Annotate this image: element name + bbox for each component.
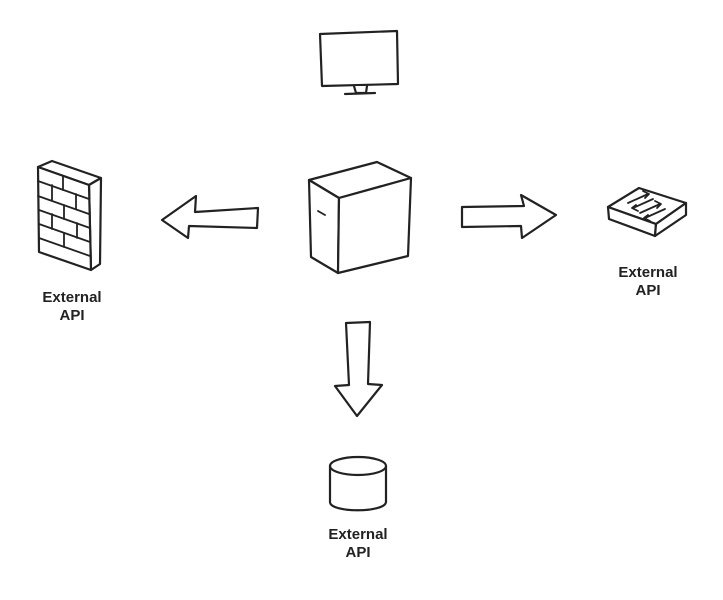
switch-label-line2: API xyxy=(635,282,660,299)
monitor-icon xyxy=(318,29,400,96)
server-tower-icon xyxy=(307,160,413,275)
arrow-left-icon xyxy=(160,194,260,240)
arrow-right-icon xyxy=(460,193,558,240)
firewall-label-line2: API xyxy=(59,307,84,324)
switch-label-line1: External xyxy=(618,264,677,281)
network-switch-icon xyxy=(606,186,688,238)
database-label-line1: External xyxy=(328,526,387,543)
database-label-line2: API xyxy=(345,544,370,561)
arrow-down-icon xyxy=(333,320,384,418)
firewall-icon xyxy=(36,159,103,272)
firewall-label-line1: External xyxy=(42,289,101,306)
database-icon xyxy=(328,455,388,512)
